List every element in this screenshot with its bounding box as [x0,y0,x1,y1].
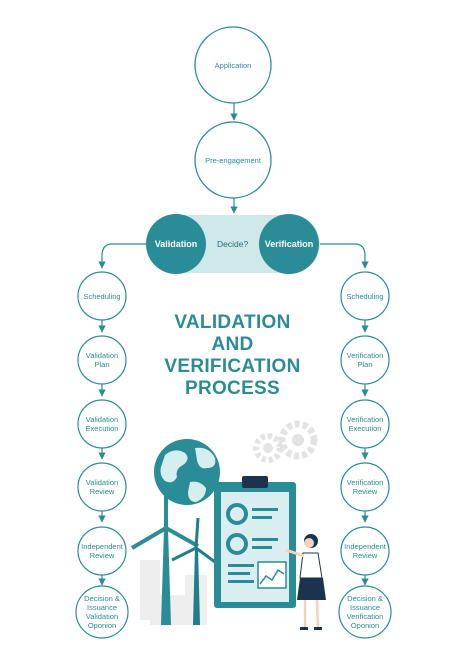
title-line: AND [211,334,254,355]
validation-step-label: Decision & Issuance Validation Oponion [84,594,120,630]
verification-step-label: Verification Plan [346,351,384,369]
validation-step-node [77,462,127,512]
gear-icon [253,420,318,463]
globe-icon [154,439,220,505]
verification-step-node [340,526,390,576]
validation-step-node [77,335,127,385]
title-line: VALIDATION [174,312,291,333]
validation-step-node [77,399,127,449]
validation-branch-label: Validation [154,239,198,249]
connectors [98,103,369,586]
verification-column [338,271,392,639]
validation-step-label: Validation Execution [85,415,119,433]
verification-step-node [340,335,390,385]
verification-step-node [340,271,390,321]
title-line: PROCESS [184,378,280,399]
validation-node [146,214,206,274]
verification-branch-label: Verification [264,239,314,249]
validation-step-node [77,271,127,321]
woman-presenting-icon [285,534,326,630]
verification-step-label: Scheduling [346,291,384,301]
pre-engagement-label: Pre-engagement [205,155,261,165]
pre-engagement-node [194,121,272,199]
application-label: Application [214,60,252,70]
city-icon [140,560,207,625]
validation-step-label: Validation Plan [85,351,119,369]
validation-step-node [77,526,127,576]
validation-step-label: Validation Review [85,478,119,496]
verification-step-node [338,585,392,639]
page-title: VALIDATION AND VERIFICATION PROCESS [140,312,325,400]
validation-step-label: Independent Review [81,542,123,560]
verification-node [259,214,319,274]
verification-step-node [340,462,390,512]
validation-step-node [75,585,129,639]
clipboard-icon [214,476,296,608]
decision-label: Decide? [217,239,249,249]
verification-step-label: Verification Review [346,478,384,496]
wind-turbine-icon [130,488,216,625]
validation-step-label: Scheduling [83,291,121,301]
title-line: VERIFICATION [164,356,301,377]
validation-column [75,271,129,639]
verification-step-node [340,399,390,449]
illustration [130,420,326,630]
application-node [194,26,272,104]
verification-step-label: Decision & Issuance Verification Oponion [346,594,384,630]
verification-step-label: Independent Review [344,542,386,560]
verification-step-label: Verification Execution [346,415,384,433]
